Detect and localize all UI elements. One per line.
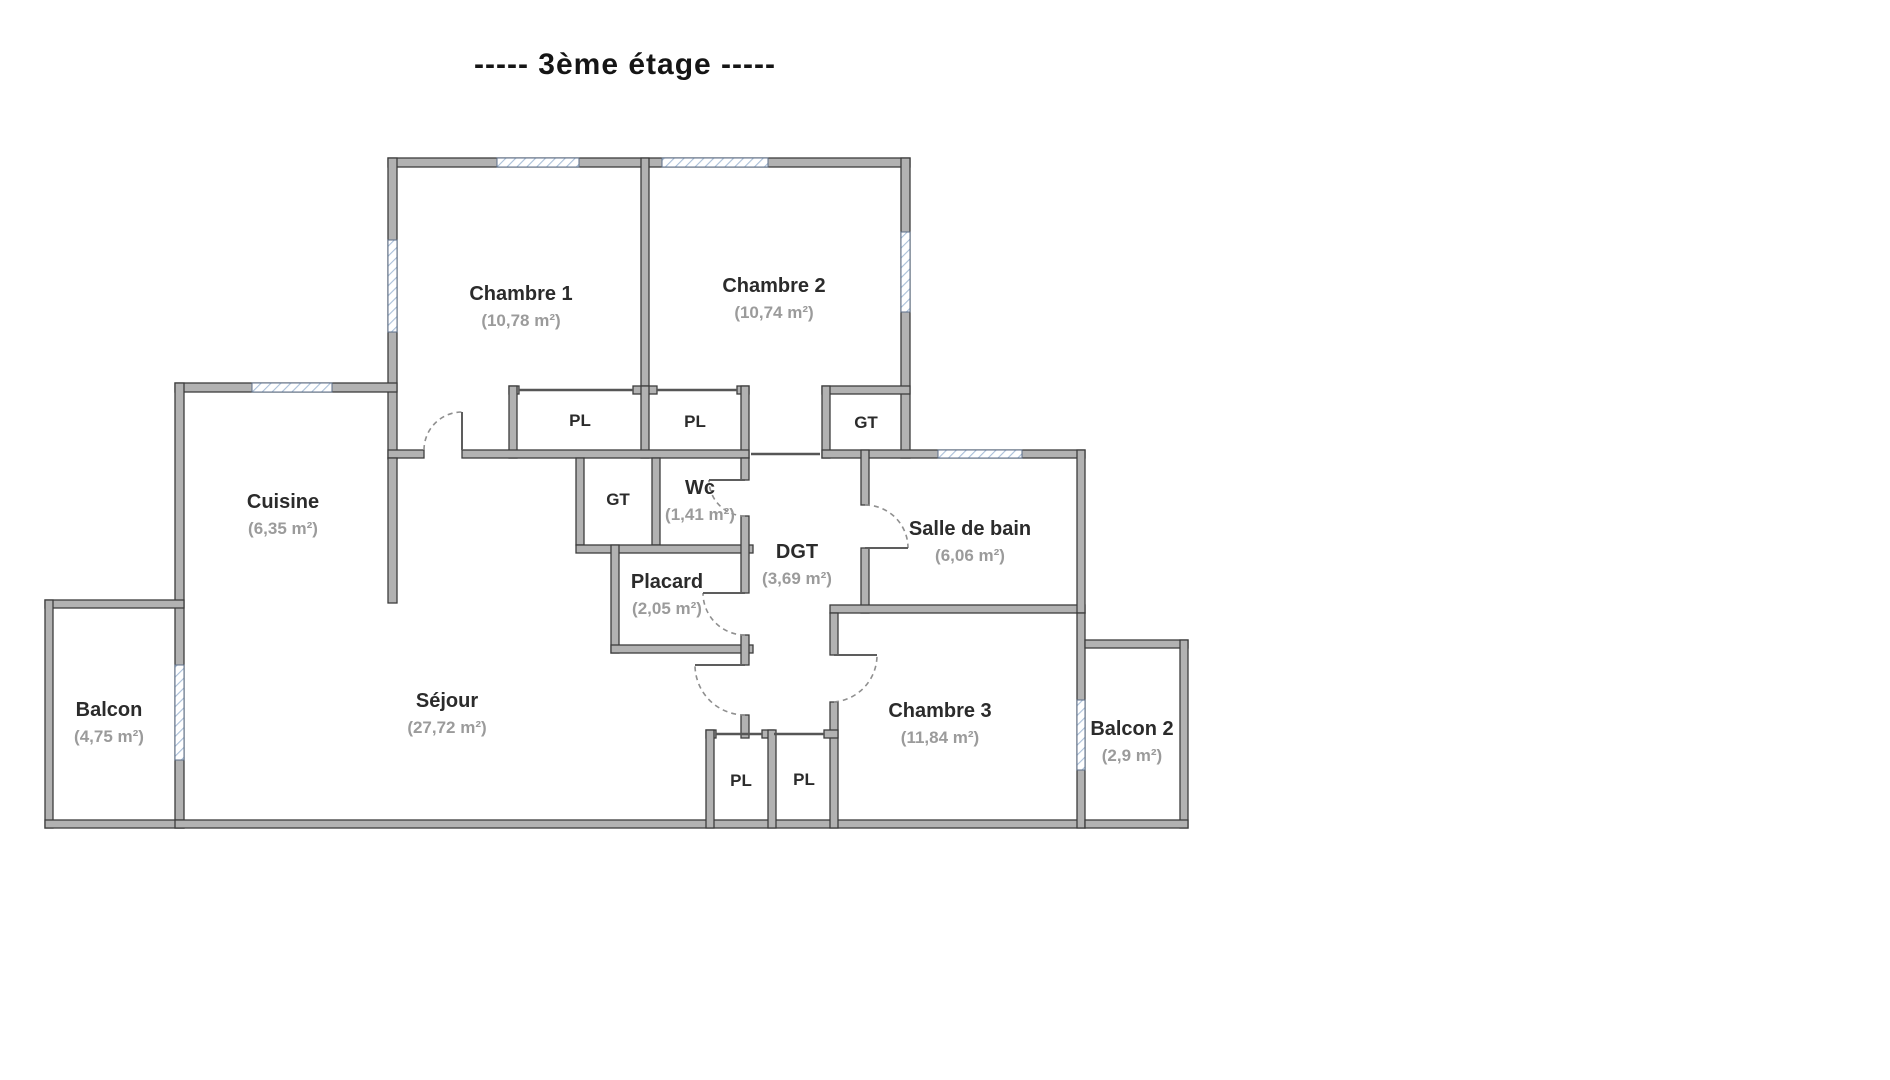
- room-area: (1,41 m²): [665, 505, 735, 524]
- window-salle-de-bain-top: [937, 449, 1023, 459]
- room-name: DGT: [775, 541, 819, 563]
- floor-title: ----- 3ème étage -----: [473, 48, 776, 81]
- room-name: Balcon: [75, 699, 143, 721]
- door-arc-wc: [708, 479, 746, 517]
- room-area: (11,84 m²): [900, 728, 980, 747]
- window-cuisine-top: [251, 382, 333, 393]
- windows-group: [174, 157, 1086, 771]
- closet-label-pl-top-2: PL: [684, 412, 706, 431]
- door-arc-placard: [702, 592, 746, 636]
- room-label-sejour: Séjour (27,72 m²): [347, 690, 547, 738]
- door-arc-chambre3: [833, 654, 878, 703]
- room-label-chambre3: Chambre 3 (11,84 m²): [840, 700, 1040, 748]
- room-label-salle-de-bain: Salle de bain (6,06 m²): [870, 518, 1070, 566]
- room-label-cuisine: Cuisine (6,35 m²): [183, 491, 383, 539]
- room-area: (10,78 m²): [481, 311, 561, 330]
- window-chambre1-top: [496, 157, 580, 168]
- window-chambre3-balcon2: [1076, 699, 1086, 771]
- window-chambre1-left: [387, 239, 398, 333]
- room-area: (27,72 m²): [407, 718, 487, 737]
- room-name: Chambre 1: [469, 283, 573, 305]
- window-sejour-balcon: [174, 664, 185, 761]
- room-area: (10,74 m²): [734, 303, 814, 322]
- room-label-chambre2: Chambre 2 (10,74 m²): [674, 275, 874, 323]
- closet-label-pl-bottom-1: PL: [730, 771, 752, 790]
- door-arc-sejour: [694, 664, 746, 716]
- room-name: Salle de bain: [908, 518, 1032, 540]
- room-area: (3,69 m²): [762, 569, 832, 588]
- room-name: Placard: [630, 571, 704, 593]
- room-label-dgt: DGT (3,69 m²): [697, 541, 897, 589]
- room-area: (2,9 m²): [1101, 746, 1163, 765]
- room-label-wc: Wc (1,41 m²): [600, 477, 800, 525]
- doors-group: [423, 388, 909, 736]
- door-arc-chambre1: [423, 411, 463, 451]
- closet-label-gt-mid: GT: [606, 490, 630, 509]
- closet-label-pl-top-1: PL: [569, 411, 591, 430]
- room-area: (4,75 m²): [74, 727, 144, 746]
- room-name: Cuisine: [246, 491, 320, 513]
- room-area: (2,05 m²): [632, 599, 702, 618]
- room-area: (6,06 m²): [935, 546, 1005, 565]
- closet-label-gt-top: GT: [854, 413, 878, 432]
- closet-label-pl-bottom-2: PL: [793, 770, 815, 789]
- room-label-chambre1: Chambre 1 (10,78 m²): [421, 283, 621, 331]
- room-name: Wc: [685, 477, 715, 499]
- room-area: (6,35 m²): [248, 519, 318, 538]
- room-name: Chambre 3: [888, 700, 992, 722]
- window-chambre2-top: [661, 157, 769, 168]
- room-name: Balcon 2: [1090, 718, 1174, 740]
- window-chambre2-right: [900, 231, 911, 313]
- room-label-placard: Placard (2,05 m²): [567, 571, 767, 619]
- room-name: Chambre 2: [722, 275, 826, 297]
- room-label-balcon: Balcon (4,75 m²): [9, 699, 209, 747]
- room-label-balcon2: Balcon 2 (2,9 m²): [1032, 718, 1232, 766]
- room-name: Séjour: [415, 690, 479, 712]
